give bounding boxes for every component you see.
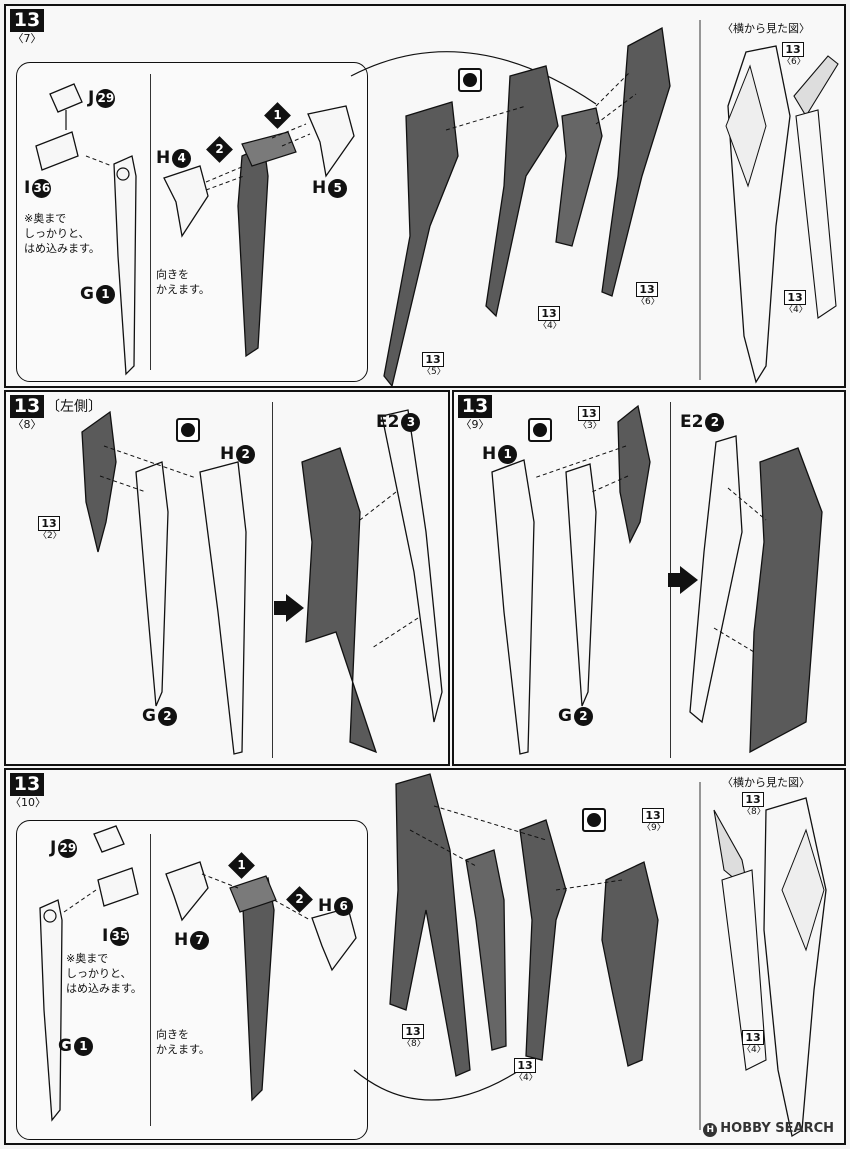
ref-tag-13-5: 13〈5〉 [422, 352, 446, 377]
step-marker-2: 2 [286, 886, 313, 913]
assembly-view-icon [582, 808, 606, 832]
ref-tag-13-9: 13〈9〉 [642, 808, 666, 833]
panel-step-13-10: 13 〈10〉 [4, 768, 846, 1145]
panel-divider [272, 402, 273, 758]
step-badge: 13 〈10〉 [10, 773, 46, 809]
side-view-header: 〈横から見た図〉 [722, 776, 810, 789]
panel-step-13-7: 13 〈7〉 [4, 4, 846, 388]
side-ref-tag-13-8: 13〈8〉 [742, 792, 766, 817]
parts-illustration [39, 773, 827, 1138]
step-badge: 13 〈8〉 [10, 395, 44, 430]
parts-illustration [81, 409, 443, 755]
assembly-view-icon [528, 418, 552, 442]
side-ref-tag-13-4: 13〈4〉 [742, 1030, 766, 1055]
turn-note: 向きを かえます。 [156, 1028, 210, 1056]
ref-tag-13-8: 13〈8〉 [402, 1024, 426, 1049]
ref-tag-13-2: 13〈2〉 [38, 516, 62, 541]
assembly-view-icon [176, 418, 200, 442]
step-marker-1: 1 [264, 102, 291, 129]
inset-divider [150, 834, 151, 1126]
next-arrow [274, 594, 304, 622]
parts-illustration [35, 20, 839, 386]
step-badge: 13 〈9〉 [458, 395, 492, 430]
insert-note: ※奥まで しっかりと、 はめ込みます。 [24, 212, 100, 255]
step-marker-2: 2 [206, 136, 233, 163]
inset-divider [150, 74, 151, 370]
ref-tag-13-4: 13〈4〉 [538, 306, 562, 331]
step-marker-1: 1 [228, 852, 255, 879]
assembly-view-icon [458, 68, 482, 92]
insert-note: ※奥まで しっかりと、 はめ込みます。 [66, 952, 142, 995]
ref-tag-13-6: 13〈6〉 [636, 282, 660, 307]
parts-illustration [491, 404, 823, 755]
side-view-header: 〈横から見た図〉 [722, 22, 810, 35]
ref-tag-13-3: 13〈3〉 [578, 406, 602, 431]
ref-tag-13-4: 13〈4〉 [514, 1058, 538, 1083]
turn-note: 向きを かえます。 [156, 268, 210, 296]
step-badge: 13 〈7〉 [10, 9, 44, 44]
next-arrow [668, 566, 698, 594]
side-left-label: 〔左側〕 [46, 399, 102, 415]
side-ref-tag-13-4: 13〈4〉 [784, 290, 808, 315]
side-ref-tag-13-6: 13〈6〉 [782, 42, 806, 67]
